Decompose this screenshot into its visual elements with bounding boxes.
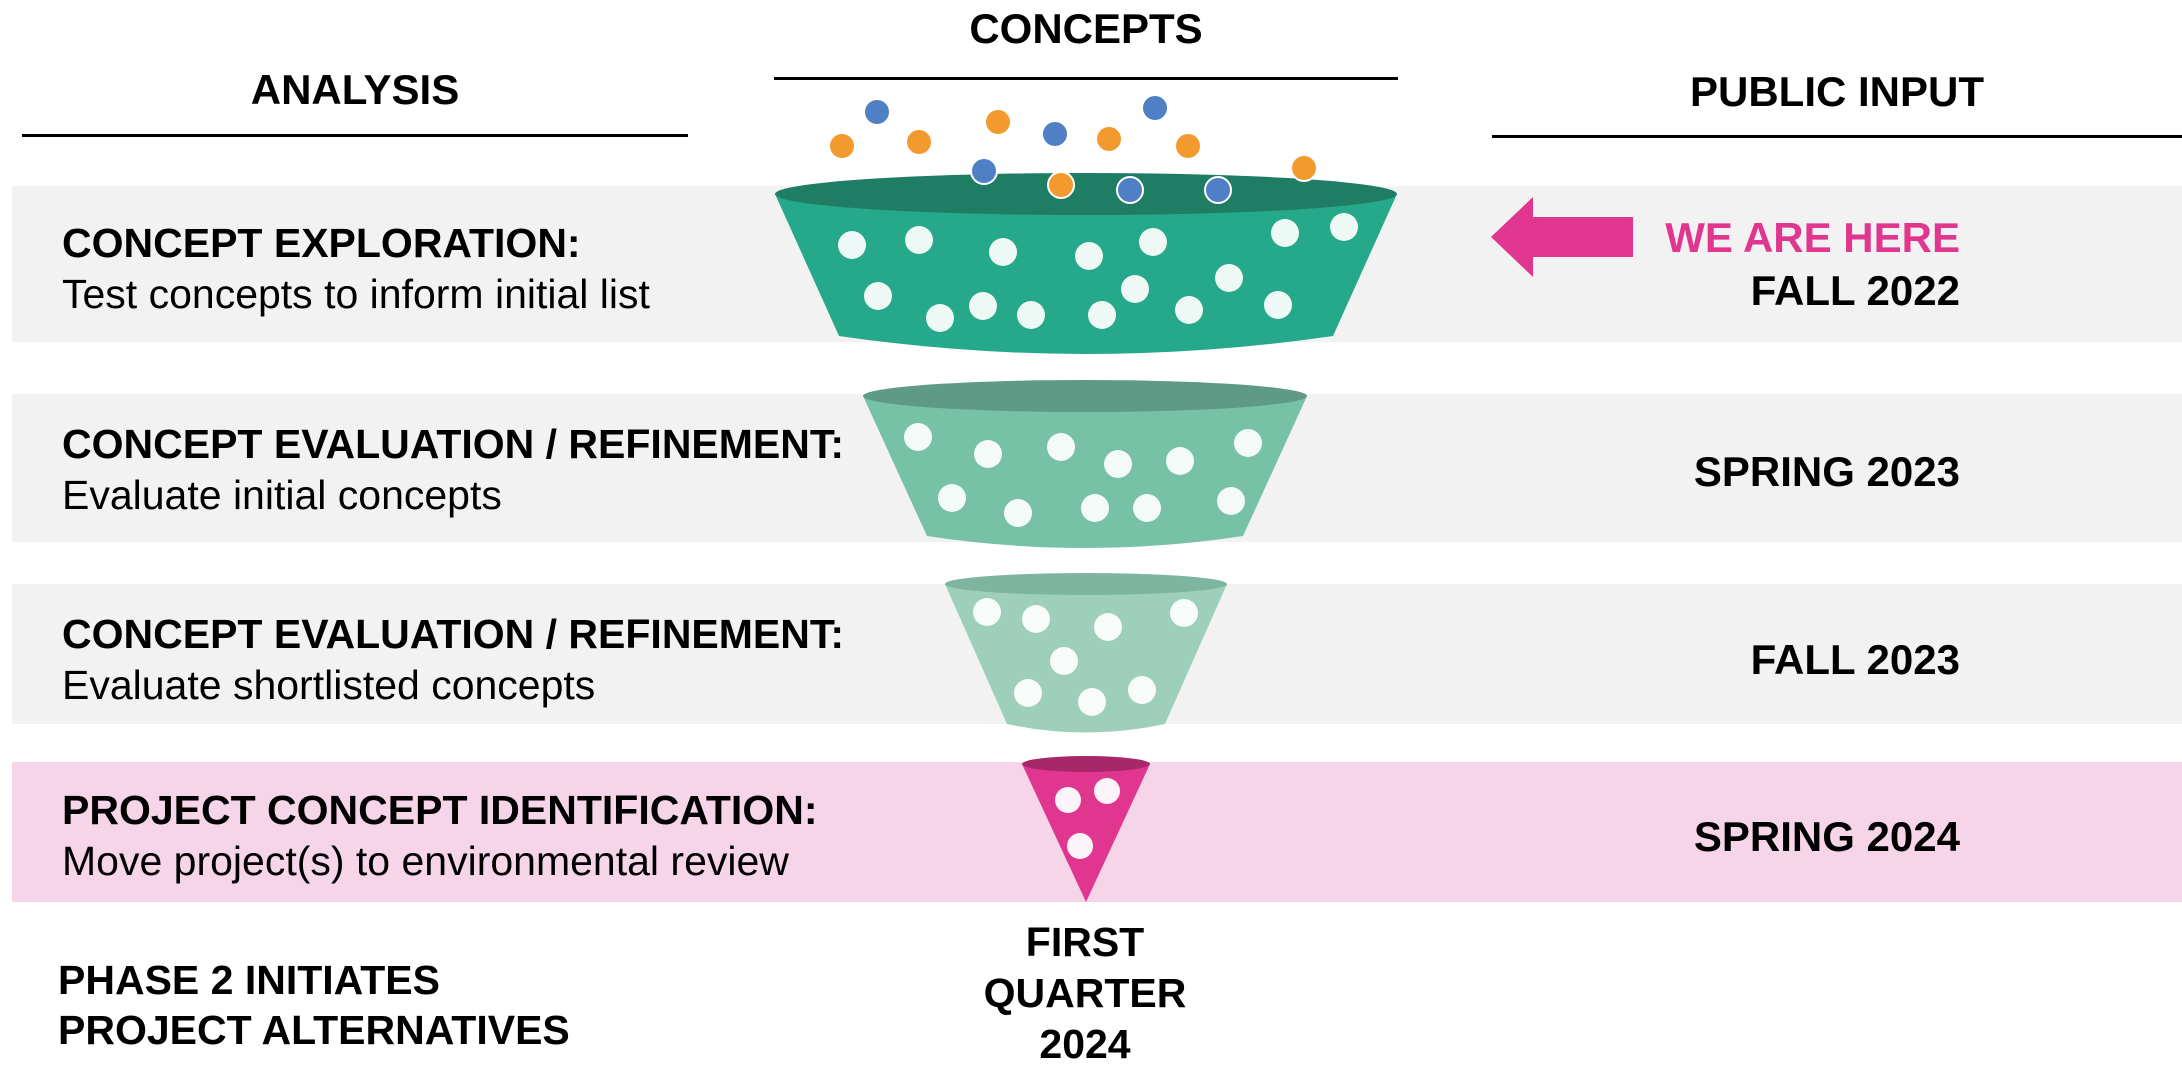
concept-dots-stage-4 <box>1055 778 1120 859</box>
milestone-line-3: 2024 <box>1039 1021 1131 1067</box>
milestone-line-1: FIRST <box>1025 919 1145 965</box>
stage-1-season: FALL 2022 <box>1750 267 1960 314</box>
stage-4-description: Move project(s) to environmental review <box>62 838 789 884</box>
concepts-header-rule <box>774 77 1398 80</box>
concept-dots-stage-3 <box>973 598 1198 716</box>
public-input-header: PUBLIC INPUT <box>1690 68 1984 115</box>
concept-dots-stage-1 <box>838 213 1358 332</box>
phase-2-line-1: PHASE 2 INITIATES <box>58 957 440 1003</box>
stage-3-title: CONCEPT EVALUATION / REFINEMENT: <box>62 611 845 657</box>
funnel-stage-4 <box>1022 756 1150 902</box>
left-arrow-icon <box>1491 197 1633 277</box>
concept-dots-incoming <box>828 94 1318 204</box>
milestone-date: FIRST QUARTER 2024 <box>935 917 1235 1070</box>
stage-1-title: CONCEPT EXPLORATION: <box>62 220 581 266</box>
concepts-header: CONCEPTS <box>969 5 1203 52</box>
phase-2-note: PHASE 2 INITIATES PROJECT ALTERNATIVES <box>58 955 570 1055</box>
public-input-header-rule <box>1492 135 2182 138</box>
stage-2-title: CONCEPT EVALUATION / REFINEMENT: <box>62 421 845 467</box>
stage-4-title: PROJECT CONCEPT IDENTIFICATION: <box>62 787 818 833</box>
stage-1-description: Test concepts to inform initial list <box>62 271 650 317</box>
stage-2-season: SPRING 2023 <box>1693 448 1960 495</box>
concept-dots-stage-2 <box>904 423 1262 527</box>
stage-3-description: Evaluate shortlisted concepts <box>62 662 596 708</box>
we-are-here-label: WE ARE HERE <box>1665 214 1960 261</box>
stage-3-season: FALL 2023 <box>1750 636 1960 683</box>
analysis-header: ANALYSIS <box>250 66 460 113</box>
phase-2-line-2: PROJECT ALTERNATIVES <box>58 1007 570 1053</box>
milestone-line-2: QUARTER <box>983 970 1187 1016</box>
stage-4-season: SPRING 2024 <box>1693 813 1960 860</box>
analysis-header-rule <box>22 134 688 137</box>
stage-2-description: Evaluate initial concepts <box>62 472 502 518</box>
funnel-stage-2 <box>863 380 1307 548</box>
